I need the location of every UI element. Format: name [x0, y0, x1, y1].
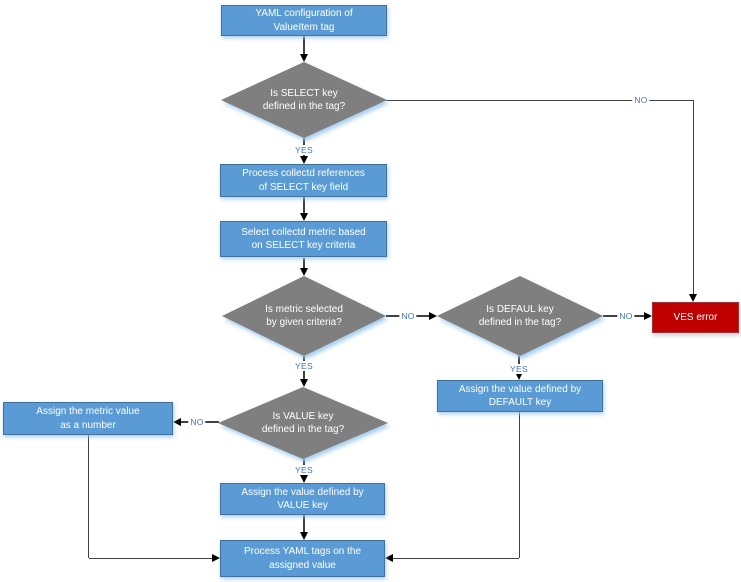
connector-metric-to-decision — [303, 258, 305, 269]
diamond-shape: Is VALUE key defined in the tag? — [218, 387, 388, 459]
node-label: by given criteria? — [266, 317, 342, 328]
diamond-shape: Is metric selected by given criteria? — [222, 276, 386, 356]
edge-label-yes: YES — [293, 145, 315, 155]
decision-select-key: Is SELECT key defined in the tag? — [221, 62, 387, 138]
edge-label-no: NO — [399, 311, 417, 321]
node-assign-default: Assign the value defined by DEFAULT key — [437, 380, 603, 412]
node-process-references: Process collectd references of SELECT ke… — [220, 164, 387, 197]
arrow-right-icon — [644, 311, 652, 320]
node-label: as a number — [60, 419, 116, 431]
node-label: ValueItem tag — [273, 21, 335, 33]
connector-select-no-horizontal — [386, 99, 693, 101]
edge-label-no: NO — [617, 311, 635, 321]
node-select-metric: Select collectd metric based on SELECT k… — [220, 221, 387, 257]
edge-label-yes: YES — [293, 361, 315, 371]
arrow-left-icon — [385, 553, 393, 562]
node-label: Process YAML tags on the — [243, 546, 362, 558]
decision-value-key: Is VALUE key defined in the tag? — [218, 387, 388, 459]
node-ves-error: VES error — [652, 302, 739, 333]
node-label: Is DEFAUL key — [486, 303, 554, 315]
arrow-down-icon — [299, 213, 308, 221]
node-label: Process collectd references — [242, 168, 365, 180]
arrow-down-icon — [299, 532, 308, 540]
arrow-down-icon — [299, 475, 308, 483]
node-label: defined in the tag? — [261, 424, 345, 435]
arrow-down-icon — [299, 156, 308, 164]
arrow-down-icon — [299, 54, 308, 62]
arrow-down-icon — [299, 379, 308, 387]
arrow-down-icon — [299, 268, 308, 276]
arrow-right-icon — [429, 311, 437, 320]
node-label: assigned value — [269, 559, 336, 571]
arrow-left-icon — [173, 417, 181, 426]
node-label: of SELECT key field — [258, 181, 349, 193]
node-label: Assign the value defined by — [241, 486, 364, 498]
node-label: DEFAULT key — [488, 397, 552, 408]
node-assign-number: Assign the metric value as a number — [3, 402, 173, 435]
node-label: Select collectd metric based — [241, 226, 366, 238]
edge-label-yes: YES — [293, 465, 315, 475]
node-assign-value: Assign the value defined by VALUE key — [220, 483, 385, 515]
connector-select-no-vertical — [692, 100, 694, 296]
node-label: defined in the tag? — [262, 101, 346, 112]
connector-assigndefault-left — [392, 557, 519, 559]
edge-label-yes: YES — [508, 364, 530, 374]
node-label: VES error — [673, 312, 718, 323]
node-yaml-config: YAML configuration of ValueItem tag — [221, 5, 387, 36]
arrow-right-icon — [212, 553, 220, 562]
diamond-shape: Is SELECT key defined in the tag? — [221, 62, 387, 138]
connector-assignnumber-right — [89, 557, 213, 559]
decision-metric-selected: Is metric selected by given criteria? — [222, 276, 386, 356]
node-label: Assign the value defined by — [458, 383, 582, 395]
edge-label-no: NO — [188, 417, 206, 427]
node-label: VALUE key — [277, 500, 328, 511]
arrow-down-icon — [688, 294, 697, 302]
connector-assignvalue-down — [303, 515, 305, 533]
node-label: defined in the tag? — [478, 317, 562, 328]
diamond-shape: Is DEFAUL key defined in the tag? — [437, 276, 603, 356]
node-label: Is SELECT key — [270, 87, 338, 99]
connector-start-to-select — [303, 36, 305, 56]
connector-refs-to-metric — [303, 197, 305, 214]
node-process-tags: Process YAML tags on the assigned value — [220, 540, 385, 577]
arrow-down-icon — [514, 372, 523, 380]
node-label: Assign the metric value — [36, 406, 140, 418]
node-label: YAML configuration of — [255, 8, 353, 20]
decision-default-key: Is DEFAUL key defined in the tag? — [437, 276, 603, 356]
edge-label-no: NO — [632, 95, 650, 105]
connector-assigndefault-down — [518, 412, 520, 558]
node-label: Is VALUE key — [272, 410, 334, 422]
connector-assignnumber-down — [87, 435, 89, 558]
node-label: Is metric selected — [265, 303, 343, 315]
node-label: on SELECT key criteria — [251, 240, 356, 251]
